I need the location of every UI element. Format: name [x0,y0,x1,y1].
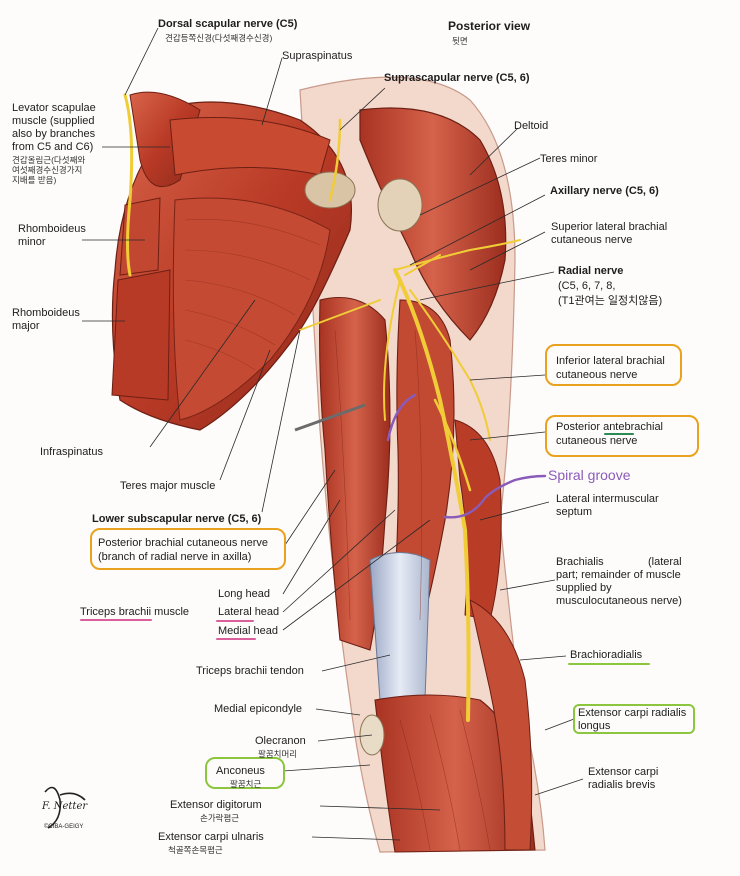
posterior-ante-label-1: Posterior antebrachial [556,421,664,433]
rhomboid-major-label-1: Rhomboideus [12,307,80,319]
levator-ko-1: 견갑올림근(다섯째와 [12,155,86,165]
netter-signature-sub: ©CIBA-GEIGY [44,824,84,830]
brachioradialis-muscle [469,599,533,851]
levator-ko-3: 지배를 받음) [12,175,57,185]
teres-minor-label: Teres minor [540,153,598,165]
posterior-brachial-label-1: Posterior brachial cutaneous nerve [98,537,268,549]
medial-underline [216,638,256,640]
olecranon-label: Olecranon [255,735,306,747]
radial-label-2: (C5, 6, 7, 8, [558,280,616,292]
levator-label-3: also by branches [12,128,96,140]
brachialis-label-4: musculocutaneous nerve) [556,595,682,607]
rhomboid-minor-muscle [119,197,161,276]
brachialis-label-3: supplied by [556,582,612,594]
medial-epicondyle-label: Medial epicondyle [214,703,303,715]
lateral-intermuscular-label-2: septum [556,506,593,518]
ext-carpi-ulnaris-ko: 척골쪽손목폄근 [168,845,223,855]
brachioradialis-label: Brachioradialis [570,649,643,661]
posterior-brachial-label-2: (branch of radial nerve in axilla) [98,551,252,563]
netter-signature: F. Netter [42,801,88,812]
inferior-lateral-label-1: Inferior lateral brachial [556,355,665,367]
triceps-underline [80,619,152,621]
ecrl-highlight [573,704,695,734]
lateral-underline [216,620,254,622]
levator-ko-2: 여섯째경수신경가지 [12,165,83,175]
brachialis-label-1: Brachialis [556,556,604,568]
posterior-ante-label-2: cutaneous nerve [556,435,638,447]
ecrb-label-1: Extensor carpi [588,766,659,778]
axillary-label: Axillary nerve (C5, 6) [550,185,659,197]
posterior-brachial-highlight [90,528,286,570]
view-title: Posterior view [448,19,531,33]
dorsal-scapular-ko: 견갑등쪽신경(다섯째경수신경) [165,33,273,43]
superior-lateral-label-1: Superior lateral brachial [551,221,668,233]
ante-underline [604,433,634,435]
anconeus-ko: 팔꿈치근 [230,779,262,789]
teres-major-label: Teres major muscle [120,480,216,492]
posterior-ante-highlight [545,415,699,457]
medial-head-label: Medial head [218,625,278,637]
anconeus-highlight [205,757,285,789]
lower-subscapular-label: Lower subscapular nerve (C5, 6) [92,513,262,525]
radial-label-3: (T1관여는 일정치않음) [558,295,663,307]
ext-digitorum-ko: 손가락폄근 [200,813,240,823]
triceps-tendon-label: Triceps brachii tendon [196,665,304,677]
brachialis-label-1b: (lateral [648,556,682,568]
anconeus-label: Anconeus [216,765,265,777]
ext-carpi-ulnaris-label: Extensor carpi ulnaris [158,831,264,843]
netter-signature-mark [44,786,86,829]
levator-label-4: from C5 and C6) [12,141,94,153]
long-head-label: Long head [218,588,270,600]
superior-lateral-label-2: cutaneous nerve [551,234,633,246]
inferior-lateral-highlight [545,344,682,386]
leader-lines [82,27,584,841]
brachioradialis-underline [568,663,650,665]
view-title-ko: 뒷면 [452,36,468,46]
brachialis-label-2: part; remainder of muscle [556,569,681,581]
ecrb-label-2: radialis brevis [588,779,656,791]
ecrl-label-2: longus [578,720,611,732]
lateral-head-label: Lateral head [218,606,280,618]
dorsal-scapular-label: Dorsal scapular nerve (C5) [158,18,298,30]
ecrl-label-1: Extensor carpi radialis [578,707,687,719]
levator-label-2: muscle (supplied [12,115,95,127]
infraspinatus-label: Infraspinatus [40,446,103,458]
suprascapular-label: Suprascapular nerve (C5, 6) [384,72,530,84]
rhomboid-minor-label-2: minor [18,236,46,248]
radial-label-1: Radial nerve [558,265,624,277]
olecranon-ko: 팔꿈치머리 [258,749,298,759]
deltoid-label: Deltoid [514,120,549,132]
triceps-label: Triceps brachii muscle [80,606,190,618]
supraspinatus-label: Supraspinatus [282,50,353,62]
infraspinatus-muscle [172,197,331,421]
rhomboid-major-muscle [111,269,171,401]
levator-label-1: Levator scapulae [12,102,96,114]
ext-digitorum-label: Extensor digitorum [170,799,262,811]
inferior-lateral-label-2: cutaneous nerve [556,369,638,381]
rhomboid-major-label-2: major [12,320,40,332]
lateral-intermuscular-label-1: Lateral intermuscular [556,493,659,505]
rhomboid-minor-label-1: Rhomboideus [18,223,86,235]
spiral-groove-label: Spiral groove [548,467,631,483]
nerve-paths [123,93,521,722]
humeral-head [377,178,423,232]
spiral-groove-marks [386,393,547,519]
